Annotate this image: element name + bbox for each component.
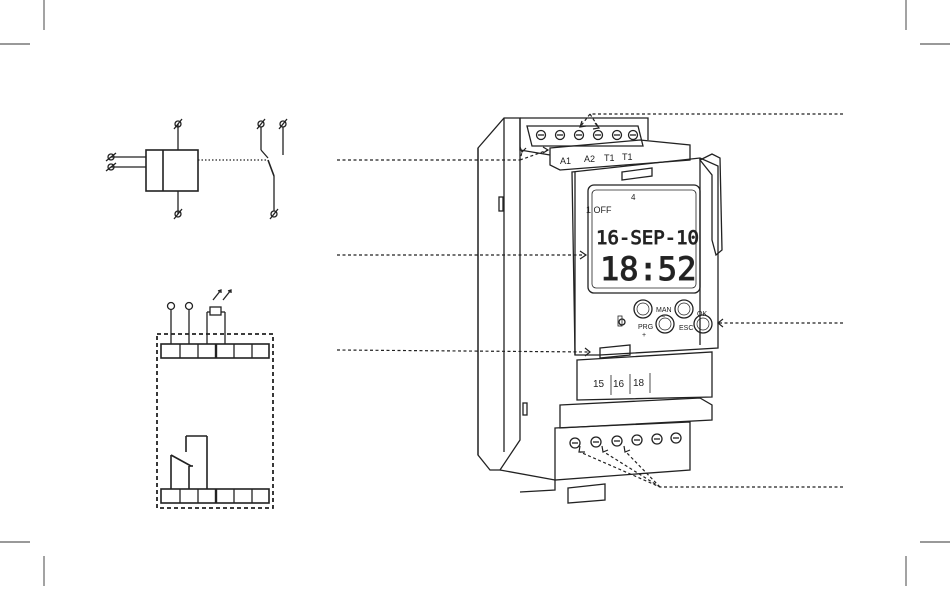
display-status-line: 1 OFF [586, 205, 612, 215]
display-time-line: 18:52 [600, 250, 696, 288]
top-screw-terminals [537, 131, 638, 140]
din-rail-clip [568, 484, 605, 503]
callout-seal-clip [337, 350, 590, 352]
ok-button-label: OK [697, 311, 707, 318]
right-latch [700, 154, 722, 255]
callout-bottom-terminals [580, 452, 843, 487]
bottom-terminal-label-2: 16 [613, 379, 625, 390]
relay-coil [146, 150, 198, 191]
bottom-screw-terminals [570, 433, 681, 448]
sensor-probe-symbol [207, 290, 231, 344]
minus-sign: – [661, 313, 665, 320]
top-terminal-label-3: T1 [604, 153, 615, 163]
bottom-terminal-label-1: 15 [593, 379, 605, 390]
indicator-number: 4 [631, 193, 636, 202]
top-terminal-label-4: T1 [622, 152, 633, 162]
wiring-diagram [157, 290, 273, 508]
top-terminal-block [527, 126, 643, 146]
device-lower-body [577, 352, 712, 400]
plus-sign: + [642, 332, 646, 339]
output-contact-symbol [171, 436, 207, 489]
prg-button-label: PRG [638, 324, 653, 331]
bottom-terminal-block [555, 422, 690, 480]
top-terminal-label-2: A2 [584, 154, 595, 164]
relay-schematic-symbol [106, 119, 287, 219]
display-date-line: 16-SEP-10 [596, 227, 699, 249]
supply-terminal-a1 [168, 303, 175, 310]
callout-top-terminals [580, 114, 843, 127]
screw-terminal-symbols [106, 119, 287, 219]
bottom-terminal-label-3: 18 [633, 378, 645, 389]
esc-button-label: ESC [679, 325, 693, 332]
device-outline-dashed [157, 334, 273, 508]
callout-front-label [337, 152, 522, 160]
device-side-body [478, 118, 520, 470]
top-terminal-label-1: A1 [560, 156, 571, 166]
timer-relay-device: A1 A2 T1 T1 4 1 OFF 16-SEP-10 18:52 MAN [478, 118, 722, 503]
supply-terminal-a2 [186, 303, 193, 310]
switch-contact [268, 160, 274, 176]
